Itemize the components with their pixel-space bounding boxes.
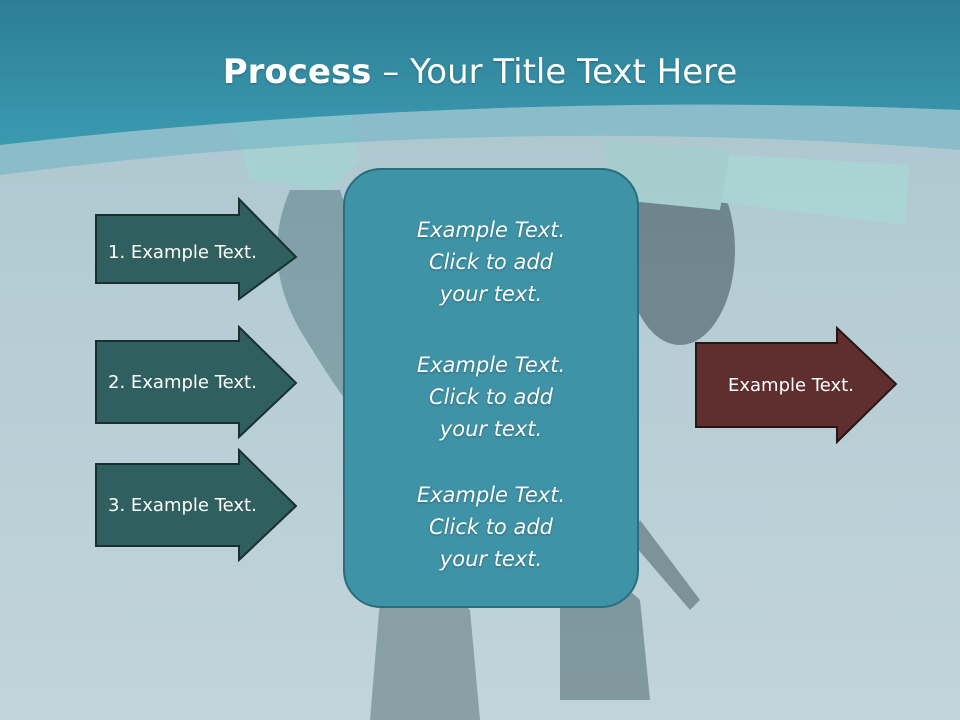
text-block-3-line1: Example Text. xyxy=(416,483,566,507)
text-block-2-line2: Click to add xyxy=(428,385,553,409)
right-arrow-label: Example Text. xyxy=(728,374,854,396)
text-block-2-line3: your text. xyxy=(439,417,543,441)
arrow-shape xyxy=(95,197,298,301)
text-block-3-line3: your text. xyxy=(439,547,543,571)
left-arrow-2-label: 2. Example Text. xyxy=(108,371,257,393)
left-arrow-1[interactable]: 1. Example Text. xyxy=(94,197,300,301)
slide-title[interactable]: Process – Your Title Text Here xyxy=(0,52,960,92)
text-block-1-line1: Example Text. xyxy=(416,218,566,242)
left-arrow-1-label: 1. Example Text. xyxy=(108,241,257,263)
arrow-shape xyxy=(695,326,898,444)
left-arrow-2[interactable]: 2. Example Text. xyxy=(94,325,300,439)
arrow-shape xyxy=(95,448,298,562)
text-block-3-line2: Click to add xyxy=(428,515,553,539)
text-block-1-line2: Click to add xyxy=(428,250,553,274)
title-rest-text: – Your Title Text Here xyxy=(371,52,738,92)
text-block-2-line1: Example Text. xyxy=(416,353,566,377)
arrow-shape xyxy=(95,325,298,439)
text-block-3: Example Text. Click to add your text. xyxy=(345,479,637,575)
left-arrow-3-label: 3. Example Text. xyxy=(108,494,257,516)
right-arrow[interactable]: Example Text. xyxy=(694,326,900,444)
center-text-box[interactable]: Example Text. Click to add your text. Ex… xyxy=(343,168,639,608)
title-bold-text: Process xyxy=(222,52,372,92)
text-block-1-line3: your text. xyxy=(439,282,543,306)
text-block-1: Example Text. Click to add your text. xyxy=(345,214,637,310)
left-arrow-3[interactable]: 3. Example Text. xyxy=(94,448,300,562)
text-block-2: Example Text. Click to add your text. xyxy=(345,349,637,445)
